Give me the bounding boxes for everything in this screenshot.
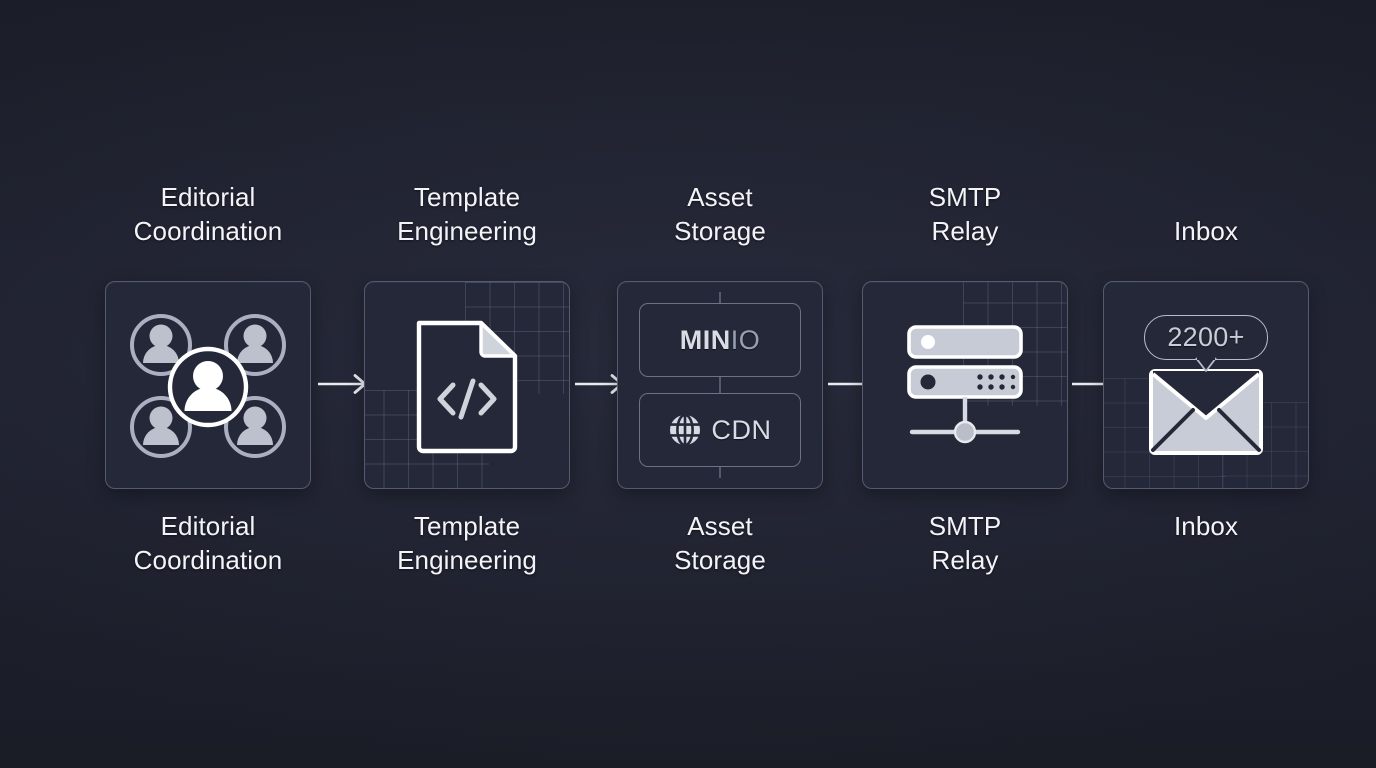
server-rack-icon xyxy=(863,282,1067,488)
stage-bottom-label: SMTP Relay xyxy=(928,511,1002,575)
stage-top-label: SMTP Relay xyxy=(928,182,1002,246)
stage-bottom-label: Inbox xyxy=(1173,511,1239,541)
stage-bottom-label: Template Engineering xyxy=(397,511,537,575)
stage-top-label: Inbox xyxy=(1173,216,1239,246)
stage-card[interactable] xyxy=(105,281,311,489)
stage-card[interactable] xyxy=(364,281,570,489)
envelope-icon xyxy=(1148,368,1264,456)
stage-card[interactable] xyxy=(862,281,1068,489)
stage-top-label: Asset Storage xyxy=(674,182,766,246)
stage-smtp-relay[interactable]: SMTP Relay xyxy=(862,180,1068,577)
connector-spine xyxy=(719,292,721,478)
minio-wordmark-light: IO xyxy=(730,324,761,355)
globe-icon xyxy=(668,413,702,447)
minio-wordmark-bold: MIN xyxy=(679,324,731,355)
stage-bottom-label: Editorial Coordination xyxy=(133,511,283,575)
stage-inbox[interactable]: Inbox 2200+ xyxy=(1103,180,1309,577)
badge-tail-icon xyxy=(1195,356,1217,372)
stage-bottom-label: Asset Storage xyxy=(674,511,766,575)
stage-editorial-coordination[interactable]: Editorial Coordination xyxy=(105,180,311,577)
cdn-label: CDN xyxy=(711,414,772,445)
cdn-chip[interactable]: CDN xyxy=(639,393,801,467)
code-document-icon xyxy=(365,282,569,488)
stage-card[interactable]: 2200+ xyxy=(1103,281,1309,489)
inbox-count-value: 2200+ xyxy=(1167,321,1245,352)
stage-top-label: Editorial Coordination xyxy=(133,182,283,246)
inbox-icon-group: 2200+ xyxy=(1104,282,1308,488)
stage-top-label: Template Engineering xyxy=(397,182,537,246)
inbox-count-badge: 2200+ xyxy=(1144,314,1268,372)
stage-template-engineering[interactable]: Template Engineering Template Engineerin… xyxy=(364,180,570,577)
people-network-icon xyxy=(106,282,310,488)
